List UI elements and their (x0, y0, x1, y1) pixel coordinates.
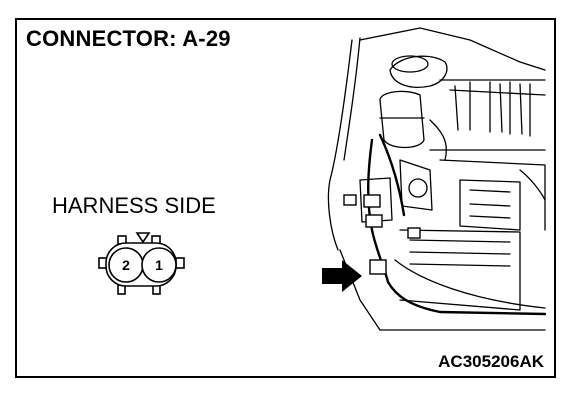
diagram-frame (15, 18, 556, 378)
connector-title: CONNECTOR: A-29 (26, 26, 231, 51)
connector-pins (108, 247, 177, 283)
fender-edge (327, 39, 353, 251)
harness-side-label: HARNESS SIDE (52, 193, 216, 218)
pin-1-circle (141, 247, 177, 283)
figure-code: AC305206AK (438, 352, 544, 371)
pin-2-label: 2 (122, 257, 130, 273)
pin-1-label: 1 (155, 257, 163, 273)
